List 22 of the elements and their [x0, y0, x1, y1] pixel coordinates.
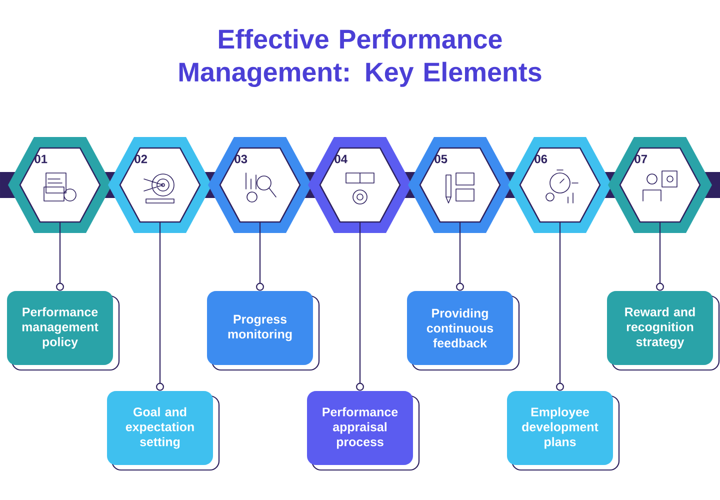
connector-line [156, 222, 164, 391]
connector-line [556, 222, 564, 391]
hexagon: 03 [208, 137, 312, 233]
step-box: Progress monitoring [207, 291, 320, 371]
connector-line [456, 222, 464, 291]
title: Effective Performance Management: Key Elements [179, 28, 542, 88]
step-box: Reward and recognition strategy [607, 291, 720, 371]
step-box: Performance appraisal process [307, 391, 420, 471]
hexagon: 01 [8, 137, 112, 233]
step-box: Employee development plans [507, 391, 620, 471]
hexagon: 05 [408, 137, 512, 233]
hexagon: 06 [508, 137, 612, 233]
step-box: Goal and expectation setting [107, 391, 220, 471]
connector-line [256, 222, 264, 291]
connector-line [356, 222, 364, 391]
step-box: Providing continuous feedback [407, 291, 520, 371]
connector-line [56, 222, 64, 291]
step-box: Performance management policy [7, 291, 120, 371]
hexagon: 07 [608, 137, 712, 233]
hexagon: 04 [308, 137, 412, 233]
hexagon: 02 [108, 137, 212, 233]
connector-line [656, 222, 664, 291]
